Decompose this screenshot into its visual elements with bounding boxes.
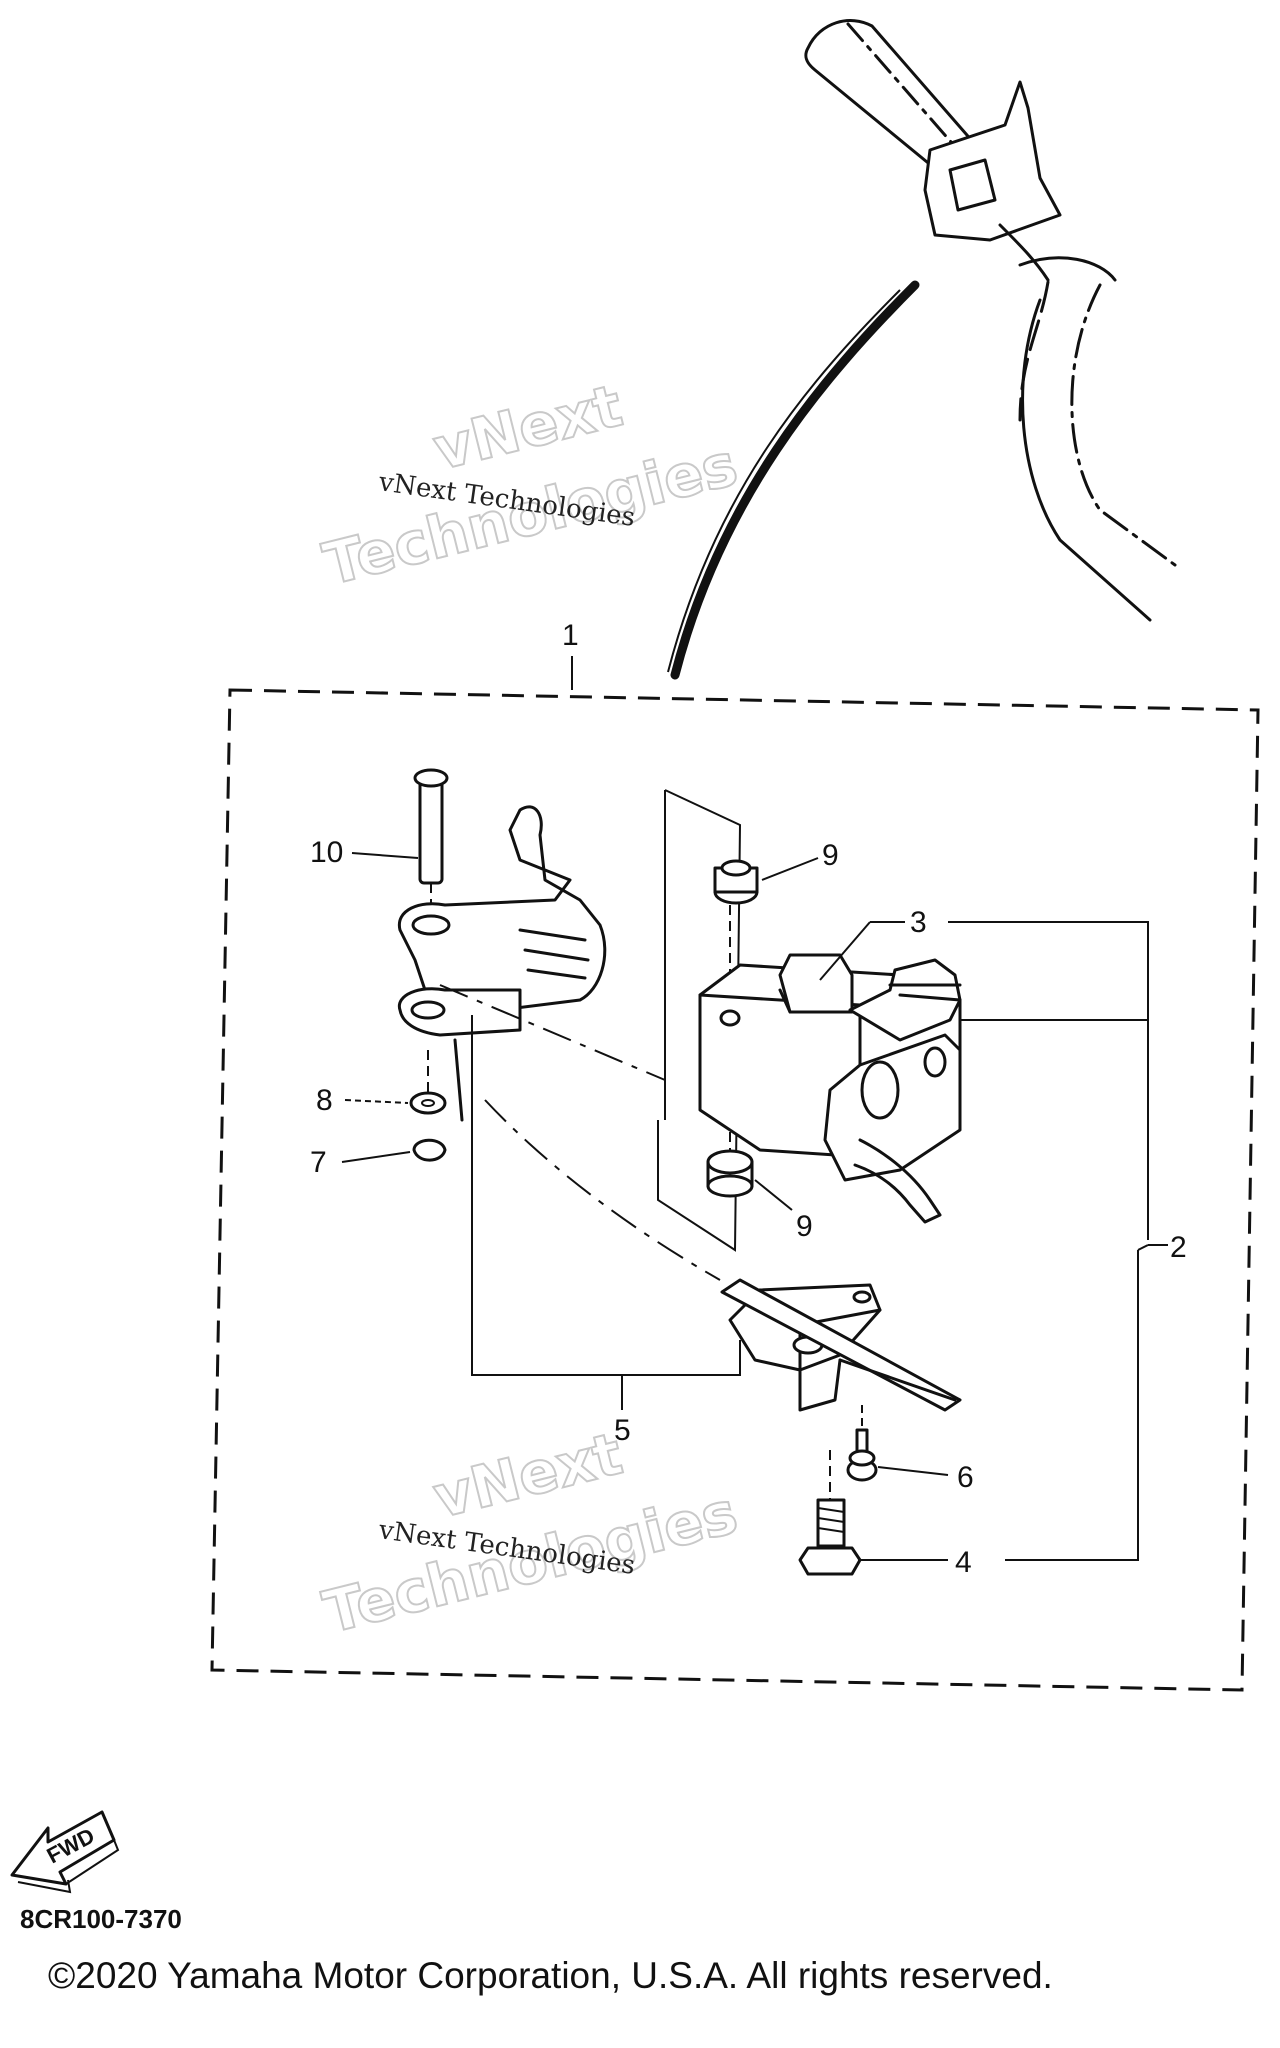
svg-text:9: 9 [822, 839, 839, 872]
small-screw [846, 1405, 878, 1482]
callout-10: 10 [310, 836, 419, 869]
svg-text:8: 8 [316, 1084, 333, 1117]
callout-7: 7 [310, 1146, 411, 1179]
svg-text:7: 7 [310, 1146, 327, 1179]
callout-9-upper: 9 [761, 839, 839, 881]
svg-text:3: 3 [910, 906, 927, 939]
svg-text:6: 6 [957, 1461, 974, 1494]
grommet-upper [713, 859, 759, 905]
callout-8: 8 [316, 1084, 409, 1117]
watermark-upper: vNext Technologies vNext Technologies [316, 370, 745, 599]
washer [409, 1091, 447, 1115]
svg-text:5: 5 [614, 1414, 631, 1447]
bracket-group-2-3: 3 2 [819, 906, 1187, 1561]
svg-text:4: 4 [955, 1546, 972, 1579]
svg-text:2: 2 [1170, 1231, 1187, 1264]
grommet-lower [706, 1149, 754, 1198]
watermark-lower: vNext Technologies vNext Technologies [316, 1418, 745, 1647]
svg-text:9: 9 [796, 1210, 813, 1243]
callout-9-lower: 9 [754, 1179, 813, 1243]
throttle-switch-assembly [698, 953, 962, 1224]
circlip [412, 1138, 447, 1162]
throttle-cable [670, 280, 920, 680]
assembly-boundary [210, 688, 1260, 1692]
copyright-notice: ©2020 Yamaha Motor Corporation, U.S.A. A… [48, 1955, 1053, 1996]
svg-text:10: 10 [310, 836, 343, 869]
forward-arrow-icon: FWD [10, 1810, 120, 1894]
mounting-bolt [798, 1450, 862, 1576]
cable-holder [720, 1278, 962, 1412]
callout-4: 4 [858, 1546, 972, 1579]
part-code: 8CR100-7370 [20, 1904, 182, 1934]
mounting-plate-outline [657, 789, 742, 1252]
bracket-group-5: 5 [471, 1015, 741, 1447]
pivot-pin [413, 768, 449, 920]
svg-text:1: 1 [562, 619, 579, 652]
throttle-lever-bracket [397, 805, 607, 1122]
callout-1: 1 [562, 619, 579, 690]
callout-6: 6 [877, 1461, 974, 1494]
handlebar-grip-illustration [804, 19, 1177, 622]
